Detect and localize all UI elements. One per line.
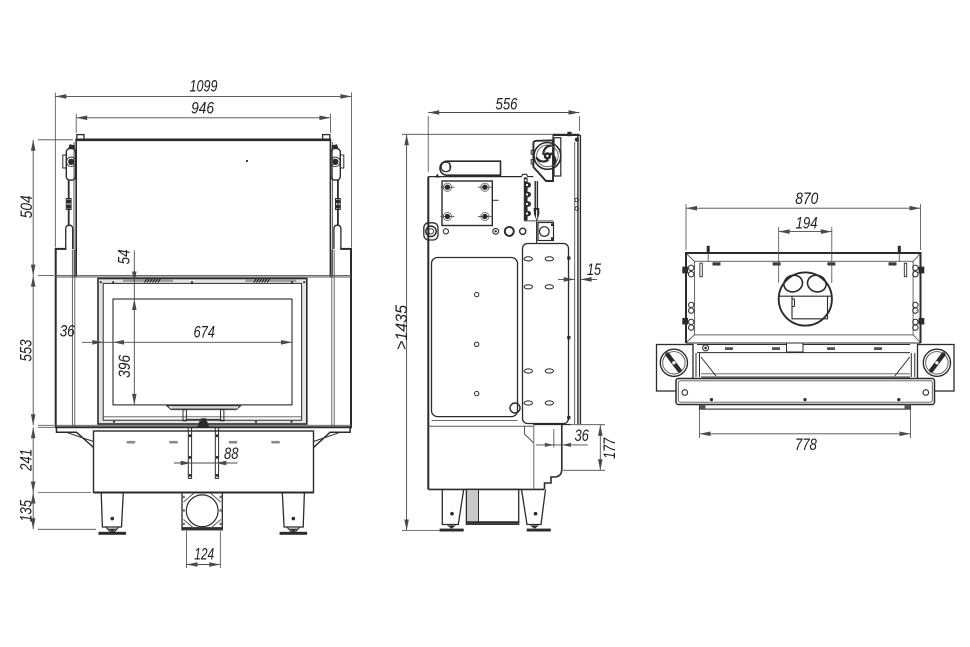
- svg-text:556: 556: [496, 96, 518, 114]
- svg-text:778: 778: [795, 436, 817, 454]
- svg-text:36: 36: [60, 323, 75, 341]
- svg-text:88: 88: [224, 445, 239, 463]
- svg-text:177: 177: [601, 437, 619, 459]
- svg-text:194: 194: [796, 214, 818, 232]
- svg-text:1099: 1099: [190, 78, 218, 96]
- svg-text:124: 124: [194, 545, 214, 563]
- svg-text:>1435: >1435: [393, 304, 411, 350]
- svg-text:36: 36: [574, 427, 589, 445]
- svg-text:241: 241: [17, 449, 35, 472]
- svg-text:135: 135: [17, 499, 35, 522]
- svg-text:396: 396: [116, 355, 134, 378]
- svg-text:54: 54: [116, 249, 134, 264]
- svg-text:946: 946: [191, 100, 214, 118]
- svg-text:15: 15: [587, 261, 602, 279]
- svg-text:553: 553: [17, 340, 35, 362]
- svg-text:504: 504: [18, 195, 36, 218]
- svg-text:674: 674: [193, 323, 215, 341]
- svg-text:870: 870: [795, 190, 818, 208]
